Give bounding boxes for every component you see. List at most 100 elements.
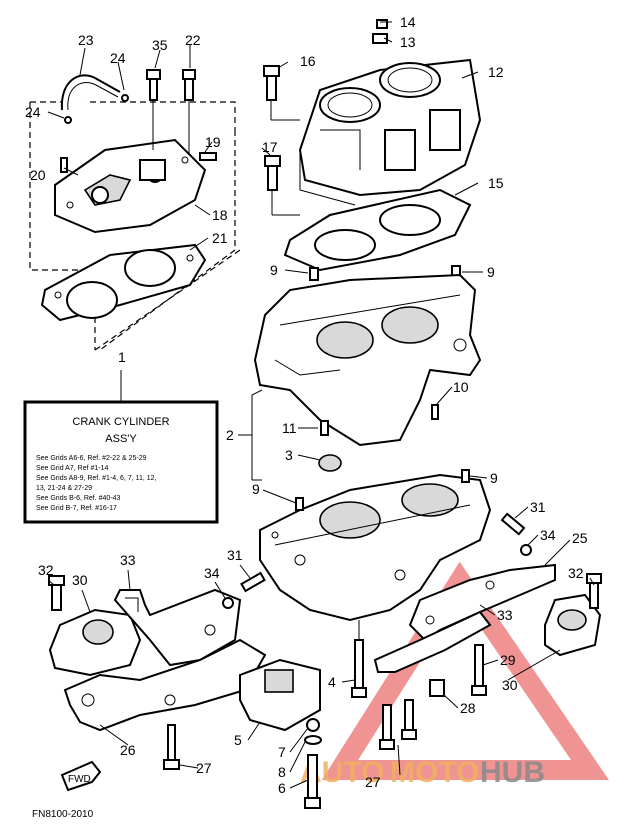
small-fasteners-upper-left: [60, 69, 217, 173]
callout-7: 7: [278, 744, 286, 760]
screw-part-14: [376, 19, 388, 29]
bolt-head-part-17: [264, 155, 281, 167]
callout-3: 3: [285, 447, 293, 463]
bracket-right-part-25: [373, 563, 556, 673]
callout-12: 12: [488, 64, 504, 80]
bolt-part-22: [184, 77, 194, 101]
bolt-part-31a: [240, 571, 266, 593]
callout-10: 10: [453, 379, 469, 395]
callout-34-left: 34: [204, 565, 220, 581]
bolt-head-part-27b-1: [379, 739, 395, 750]
bolt-part-6: [307, 754, 318, 801]
washer-part-34b: [520, 544, 532, 556]
drawing-code: FN8100-2010: [32, 809, 94, 820]
watermark-text-hub: HUB: [480, 756, 545, 789]
engine-mount-left-part-30: [48, 575, 142, 677]
bolt-head-part-27b-2: [401, 729, 417, 740]
cylinder-fasteners: [263, 19, 388, 216]
bearing-part-3: [318, 454, 342, 472]
callout-32-left: 32: [38, 562, 54, 578]
forward-arrow-label: FWD: [68, 774, 91, 785]
callout-16: 16: [300, 53, 316, 69]
hose-part-23: [60, 47, 121, 111]
legend-line: See Grid B-7, Ref. #16-17: [36, 505, 117, 512]
engine-mount-right-part-30: [544, 573, 602, 657]
cylinder-block-part-12: [298, 58, 482, 206]
bracket-left-part-33: [113, 588, 242, 667]
callout-4: 4: [328, 674, 336, 690]
mount-block-part-5: [239, 658, 321, 732]
callout-22: 22: [185, 32, 201, 48]
crankcase-small-parts: [318, 404, 439, 472]
legend-line: See Grids B-6, Ref. #40-43: [36, 495, 121, 502]
callout-21: 21: [212, 230, 228, 246]
callout-33-right: 33: [497, 607, 513, 623]
bolt-head-part-32b: [586, 573, 602, 584]
callout-5: 5: [234, 732, 242, 748]
bolt-head-part-4: [351, 687, 367, 698]
bolt-part-31b: [500, 512, 526, 536]
legend-line: See Grids A8-9, Ref. #1-4, 6, 7, 11, 12,: [36, 475, 157, 482]
callout-1: 1: [118, 349, 126, 365]
callout-26: 26: [120, 742, 136, 758]
dowel-pin-9a: [309, 267, 319, 281]
callout-27-right: 27: [365, 774, 381, 790]
pin-part-11: [320, 420, 329, 436]
dowel-pins-lower: [295, 469, 470, 511]
callout-34-right: 34: [540, 527, 556, 543]
washer-part-8: [304, 735, 322, 745]
callout-13: 13: [400, 34, 416, 50]
callout-numbers: 14 13 12 16 17 15 23 24 35 22 24 19 20 1…: [25, 14, 588, 796]
bolt-part-4: [354, 639, 364, 691]
callout-27-left: 27: [196, 760, 212, 776]
sensor-head-part-35: [146, 69, 161, 80]
callout-31-left: 31: [227, 547, 243, 563]
right-lower-fasteners: [379, 512, 532, 750]
dowel-pin-9c: [295, 497, 304, 511]
lower-crankcase: [259, 473, 492, 622]
bolt-head-part-22: [182, 69, 196, 80]
callout-9-lower-right: 9: [490, 470, 498, 486]
callout-9-upper-left: 9: [270, 262, 278, 278]
callout-32-right: 32: [568, 565, 584, 581]
bolt-head-part-16: [263, 65, 280, 77]
callout-31-right: 31: [530, 499, 546, 515]
legend-title-line2: ASS'Y: [105, 433, 137, 445]
center-lower-fasteners: [304, 620, 367, 809]
legend-line: See Grid A7, Ref #1-14: [36, 465, 108, 472]
callout-24-upper: 24: [110, 50, 126, 66]
callout-9-lower-left: 9: [252, 481, 260, 497]
cylinder-gasket-part-15: [283, 188, 472, 272]
bolt-head-part-27a: [163, 759, 180, 770]
callout-11: 11: [282, 420, 297, 436]
callout-33-left: 33: [120, 552, 136, 568]
legend-title-line1: CRANK CYLINDER: [72, 416, 169, 428]
dowel-pin-9d: [461, 469, 470, 483]
callout-8: 8: [278, 764, 286, 780]
pin-part-10: [431, 404, 439, 420]
watermark-text-moto: MOTO: [390, 756, 479, 789]
callout-2: 2: [226, 427, 234, 443]
callout-25: 25: [572, 530, 588, 546]
watermark-triangle: [321, 561, 609, 780]
pin-part-20: [60, 157, 68, 173]
callout-29: 29: [500, 652, 516, 668]
upper-crankcase-part-2: [253, 273, 482, 447]
callout-28: 28: [460, 700, 476, 716]
callout-6: 6: [278, 780, 286, 796]
callout-24-left: 24: [25, 104, 41, 120]
forward-arrow: FWD: [60, 760, 102, 792]
bolt-head-part-6: [304, 797, 321, 809]
clamp-part-24a: [121, 94, 129, 102]
bracket-part-13: [372, 33, 388, 44]
callout-17: 17: [262, 139, 278, 155]
assembly-legend-box: CRANK CYLINDER ASS'Y See Grids A6-6, Ref…: [23, 370, 219, 524]
leader-lines: [47, 21, 595, 789]
bolt-head-part-29: [471, 685, 487, 696]
callout-20: 20: [30, 167, 46, 183]
legend-line: See Grids A6-6, Ref. #2-22 & 25-29: [36, 455, 147, 462]
callout-14: 14: [400, 14, 416, 30]
callout-18: 18: [212, 207, 228, 223]
callout-30-right: 30: [502, 677, 518, 693]
